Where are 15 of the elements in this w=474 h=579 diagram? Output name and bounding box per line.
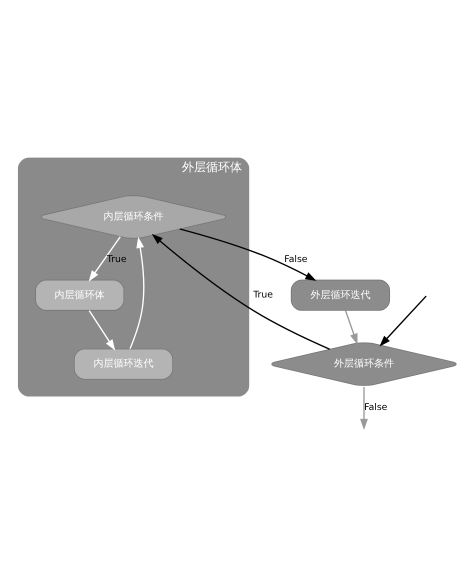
arrow	[129, 236, 144, 349]
node-box: 内层循环体	[35, 279, 124, 310]
edge-label: True	[253, 289, 273, 300]
arrow	[379, 295, 427, 346]
edge-label: False	[364, 402, 388, 413]
arrow	[344, 310, 358, 344]
node-box: 内层循环迭代	[74, 348, 174, 380]
edge-label: True	[106, 254, 127, 265]
arrow	[152, 233, 330, 350]
arrow	[360, 386, 368, 430]
arrow	[180, 228, 316, 280]
arrow	[88, 310, 116, 350]
edge-label: False	[284, 254, 308, 265]
arrow	[88, 236, 121, 282]
node-box: 外层循环迭代	[290, 279, 390, 310]
